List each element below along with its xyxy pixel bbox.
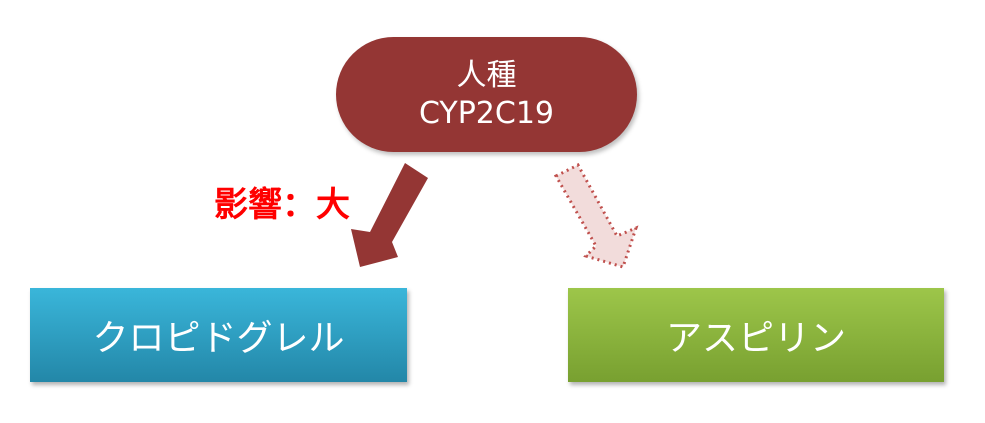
top-node-line1: 人種 [456, 57, 517, 93]
clopidogrel-label: クロピドグレル [92, 318, 345, 359]
aspirin-label: アスピリン [665, 318, 846, 359]
top-node-line2: CYP2C19 [418, 95, 555, 131]
race-cyp2c19-node: 人種 CYP2C19 [336, 37, 637, 152]
strong-arrow [351, 163, 428, 267]
clopidogrel-node: クロピドグレル [30, 288, 407, 382]
effect-label: 影響：大 [214, 185, 350, 225]
weak-arrow [553, 163, 639, 269]
aspirin-node: アスピリン [568, 288, 944, 382]
